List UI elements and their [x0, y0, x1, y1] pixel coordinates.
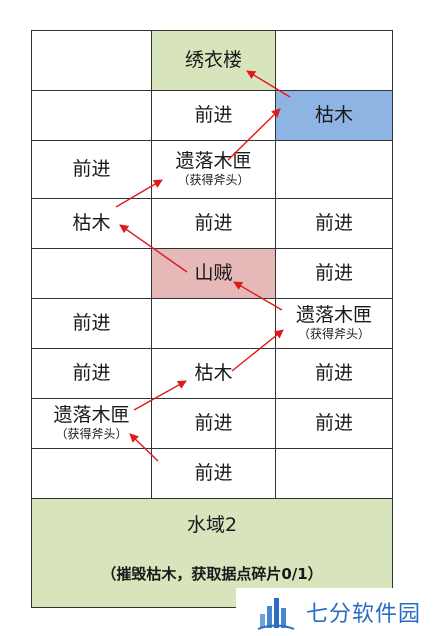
- cell-forward[interactable]: 前进: [275, 398, 393, 449]
- cell-lost-box[interactable]: 遗落木匣 （获得斧头）: [275, 298, 393, 349]
- watermark-text: 七分软件园: [306, 602, 422, 627]
- cell-forward[interactable]: 前进: [275, 198, 393, 249]
- cell-label: 前进: [194, 412, 233, 435]
- cell-r0c0: [31, 30, 152, 91]
- cell-forward[interactable]: 前进: [31, 348, 152, 399]
- cell-r1c0: [31, 90, 152, 141]
- water-area-cell: 水域2 （摧毁枯木，获取据点碎片0/1）: [31, 498, 393, 608]
- cell-lost-box[interactable]: 遗落木匣 （获得斧头）: [31, 398, 152, 449]
- cell-label: 前进: [314, 412, 353, 435]
- cell-sublabel: （获得斧头）: [177, 173, 250, 188]
- cell-label: 山贼: [194, 262, 233, 285]
- map-grid: 绣衣楼 前进 枯木 前进 遗落木匣 （获得斧头） 枯木 前进 前进 山贼 前进 …: [31, 30, 393, 608]
- cell-sublabel: （获得斧头）: [297, 327, 370, 342]
- cell-label: 前进: [314, 212, 353, 235]
- area-objective: （摧毁枯木，获取据点碎片0/1）: [101, 564, 323, 583]
- cell-label: 绣衣楼: [184, 49, 242, 72]
- cell-dead-tree[interactable]: 枯木: [151, 348, 276, 399]
- cell-label: 遗落木匣: [53, 404, 130, 427]
- cell-label: 前进: [314, 262, 353, 285]
- cell-forward[interactable]: 前进: [275, 248, 393, 299]
- cell-dead-tree[interactable]: 枯木: [275, 90, 393, 141]
- cell-forward[interactable]: 前进: [275, 348, 393, 399]
- cell-r0c2: [275, 30, 393, 91]
- cell-r5c1: [151, 298, 276, 349]
- cell-forward[interactable]: 前进: [151, 398, 276, 449]
- cell-r8c0: [31, 448, 152, 499]
- cell-label: 枯木: [314, 104, 353, 127]
- cell-label: 枯木: [194, 362, 233, 385]
- area-title: 水域2: [186, 514, 238, 536]
- cell-forward[interactable]: 前进: [151, 448, 276, 499]
- watermark: 七分软件园: [236, 588, 435, 636]
- cell-label: 前进: [314, 362, 353, 385]
- cell-dead-tree[interactable]: 枯木: [31, 198, 152, 249]
- cell-xiuyilou[interactable]: 绣衣楼: [151, 30, 276, 91]
- cell-label: 前进: [72, 158, 111, 181]
- bar-chart-logo-icon: [257, 598, 295, 630]
- cell-bandit[interactable]: 山贼: [151, 248, 276, 299]
- cell-label: 前进: [194, 212, 233, 235]
- cell-label: 前进: [194, 462, 233, 485]
- cell-forward[interactable]: 前进: [151, 198, 276, 249]
- cell-r8c2: [275, 448, 393, 499]
- cell-r4c0: [31, 248, 152, 299]
- cell-label: 枯木: [72, 212, 111, 235]
- cell-sublabel: （获得斧头）: [55, 427, 128, 442]
- cell-lost-box[interactable]: 遗落木匣 （获得斧头）: [151, 140, 276, 199]
- cell-forward[interactable]: 前进: [31, 298, 152, 349]
- cell-label: 前进: [72, 362, 111, 385]
- cell-forward[interactable]: 前进: [31, 140, 152, 199]
- cell-forward[interactable]: 前进: [151, 90, 276, 141]
- cell-label: 遗落木匣: [295, 304, 372, 327]
- cell-r2c2: [275, 140, 393, 199]
- cell-label: 遗落木匣: [175, 150, 252, 173]
- cell-label: 前进: [194, 104, 233, 127]
- cell-label: 前进: [72, 312, 111, 335]
